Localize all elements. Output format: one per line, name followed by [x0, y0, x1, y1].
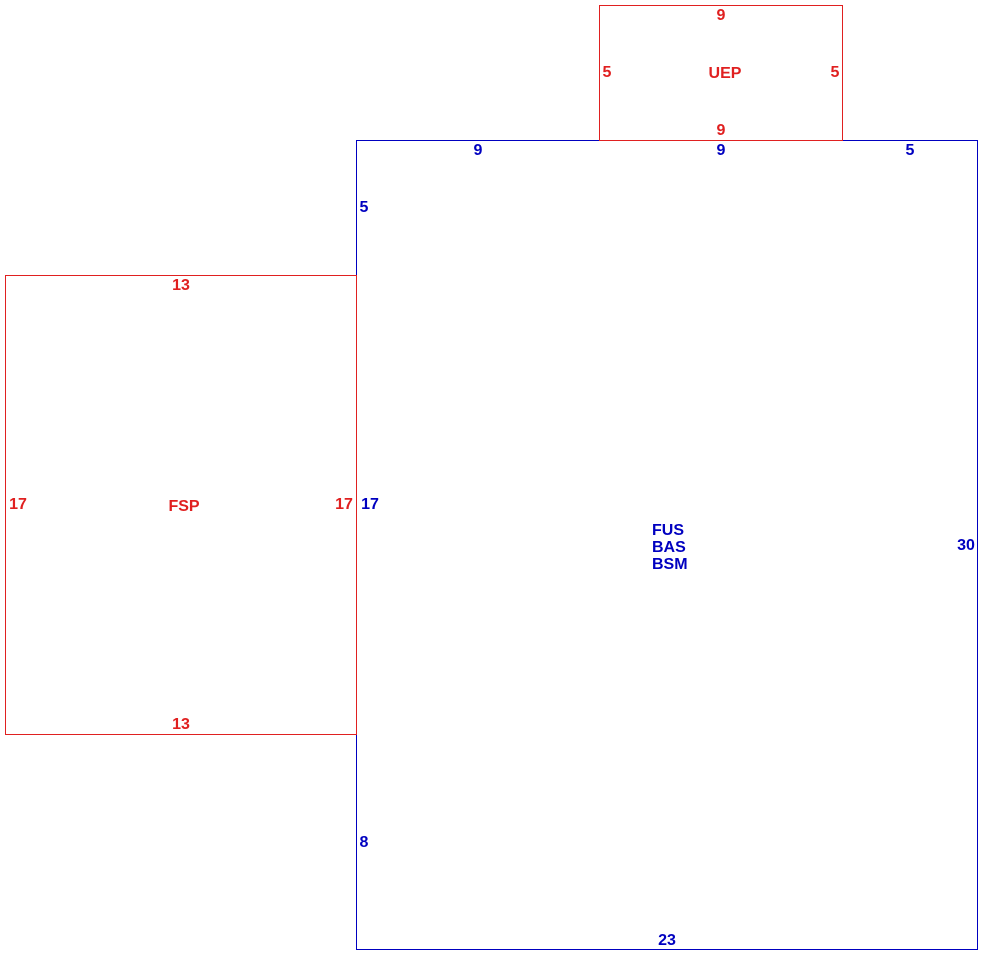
- main-dim-top-right: 5: [905, 142, 915, 159]
- fsp-area-code: FSP: [168, 498, 200, 515]
- fsp-dim-right: 17: [335, 496, 353, 513]
- main-dim-left-lower: 8: [359, 834, 369, 851]
- uep-dim-top: 9: [716, 7, 726, 24]
- main-code-bas: BAS: [652, 539, 686, 556]
- main-dim-bottom: 23: [658, 932, 676, 949]
- uep-area-code: UEP: [708, 65, 742, 82]
- uep-area-outline: [599, 5, 843, 141]
- main-dim-top-middle: 9: [716, 142, 726, 159]
- uep-dim-left: 5: [602, 64, 612, 81]
- main-code-fus: FUS: [652, 522, 684, 539]
- fsp-dim-top: 13: [172, 277, 190, 294]
- main-code-bsm: BSM: [652, 556, 688, 573]
- uep-dim-right: 5: [830, 64, 840, 81]
- main-dim-top-left: 9: [473, 142, 483, 159]
- fsp-dim-bottom: 13: [172, 716, 190, 733]
- main-area-codes: FUS BAS BSM: [652, 522, 688, 573]
- main-dim-right: 30: [957, 537, 975, 554]
- main-dim-left-upper: 5: [359, 199, 369, 216]
- fsp-dim-left: 17: [9, 496, 27, 513]
- uep-dim-bottom: 9: [716, 122, 726, 139]
- main-dim-left-middle: 17: [361, 496, 379, 513]
- fsp-area-outline: [5, 275, 357, 735]
